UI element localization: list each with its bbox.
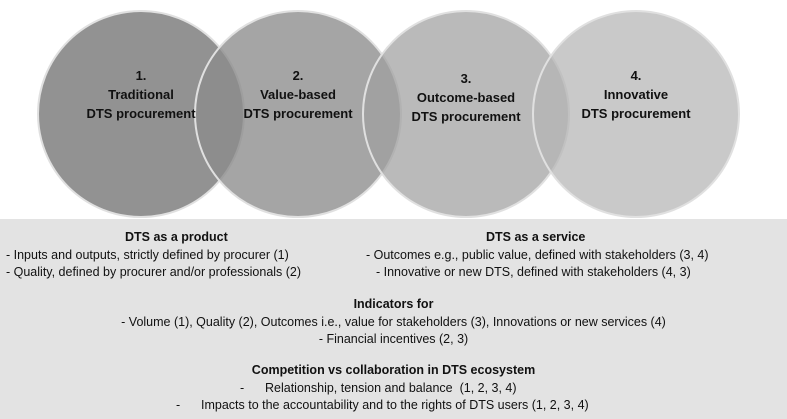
procurement-circles	[37, 10, 740, 218]
indicators-heading: Indicators for	[353, 297, 434, 311]
indicators-item-2: - Financial incentives (2, 3)	[318, 332, 469, 346]
circle-label-2: 2. Value-based DTS procurement	[228, 66, 368, 123]
circle-title-4: Innovative	[603, 87, 669, 102]
product-item-1: - Inputs and outputs, strictly defined b…	[6, 248, 289, 262]
circle-subtitle-1: DTS procurement	[86, 106, 196, 121]
circle-title-1: Traditional	[108, 87, 174, 102]
circle-number-2: 2.	[292, 68, 304, 83]
circle-label-3: 3. Outcome-based DTS procurement	[396, 69, 536, 126]
description-panel	[0, 219, 787, 419]
product-item-2: - Quality, defined by procurer and/or pr…	[6, 265, 302, 279]
competition-heading: Competition vs collaboration in DTS ecos…	[251, 363, 536, 377]
circle-innovative	[532, 10, 740, 218]
circle-label-4: 4. Innovative DTS procurement	[566, 66, 706, 123]
indicators-item-1: - Volume (1), Quality (2), Outcomes i.e.…	[121, 315, 666, 329]
service-item-1: - Outcomes e.g., public value, defined w…	[366, 248, 709, 262]
circle-subtitle-4: DTS procurement	[581, 106, 691, 121]
circle-subtitle-3: DTS procurement	[411, 109, 521, 124]
product-heading: DTS as a product	[125, 230, 228, 244]
circle-subtitle-2: DTS procurement	[243, 106, 353, 121]
circle-number-3: 3.	[460, 71, 472, 86]
competition-item-1: - Relationship, tension and balance (1, …	[240, 381, 517, 395]
service-item-2: - Innovative or new DTS, defined with st…	[376, 265, 691, 279]
competition-item-2: - Impacts to the accountability and to t…	[176, 398, 589, 412]
service-heading: DTS as a service	[486, 230, 586, 244]
circle-number-1: 1.	[135, 68, 147, 83]
circle-title-3: Outcome-based	[416, 90, 516, 105]
circle-number-4: 4.	[630, 68, 642, 83]
circle-label-1: 1. Traditional DTS procurement	[71, 66, 211, 123]
circle-title-2: Value-based	[260, 87, 336, 102]
